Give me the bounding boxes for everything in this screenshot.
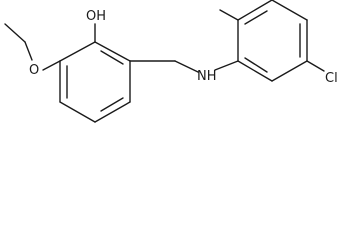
chemical-structure-diagram: OH O NH Cl <box>4 0 338 123</box>
chloro-methylphenyl-ring <box>219 0 325 82</box>
double-bond-inner <box>100 97 124 112</box>
double-bond-inner <box>244 57 268 73</box>
bond-o-ch2 <box>24 41 33 61</box>
bond <box>94 101 131 123</box>
bond <box>59 41 96 62</box>
amine-label: NH <box>197 69 217 84</box>
substituent-bonds <box>4 23 239 73</box>
bond <box>271 0 308 21</box>
chlorine-label: Cl <box>325 71 338 86</box>
hydroxyl-label: OH <box>86 9 106 24</box>
bond <box>271 60 308 82</box>
bond-c-cl <box>306 60 325 72</box>
bond-nh-c <box>214 60 239 71</box>
bond <box>59 101 96 123</box>
bond-ch2-ch3 <box>4 23 26 43</box>
bond-c-o <box>42 60 61 71</box>
double-bond-inner <box>244 10 268 25</box>
bond <box>237 60 273 82</box>
bond-c-methyl <box>219 9 239 21</box>
phenol-ring <box>59 41 131 123</box>
double-bond-inner <box>100 50 124 65</box>
bond <box>237 0 273 21</box>
ether-oxygen-label: O <box>29 63 39 78</box>
bond <box>94 41 131 62</box>
bond-ch2-nh <box>174 60 199 73</box>
